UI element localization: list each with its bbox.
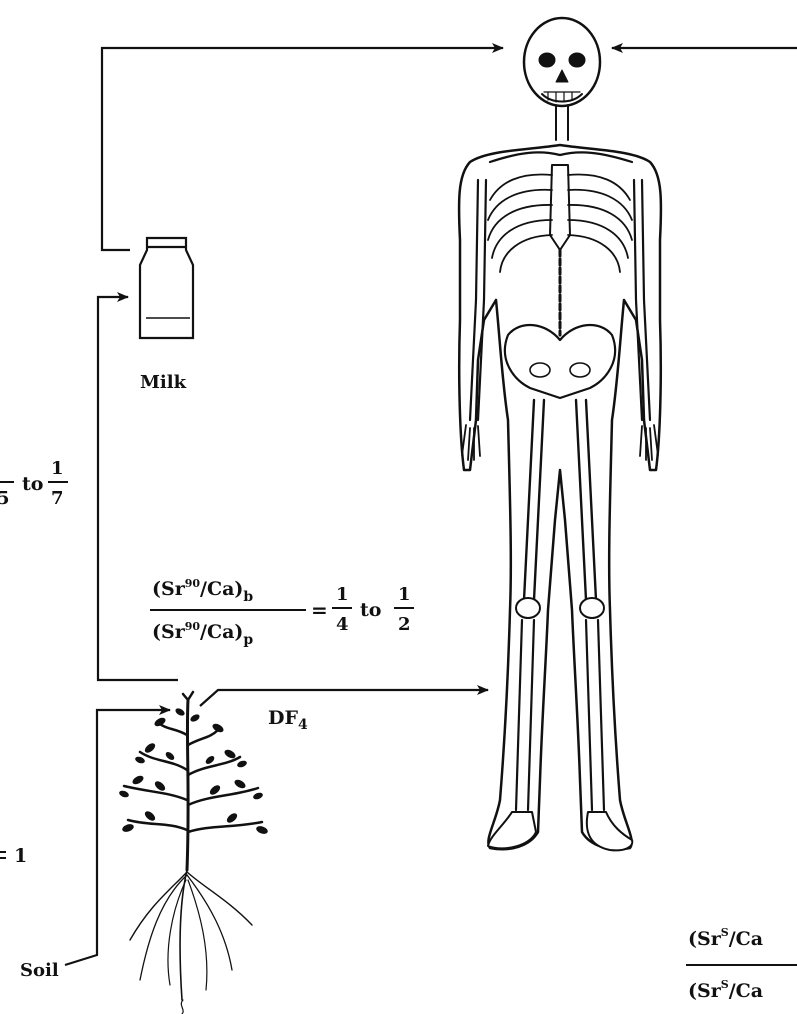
arrow-plant-to-human — [200, 690, 488, 706]
human-skeleton-figure — [459, 18, 661, 850]
ratio-numerator: (Sr90/Ca)b — [152, 577, 253, 605]
ratio-r1-den: 4 — [336, 614, 349, 635]
df4-label: DF4 — [268, 707, 308, 733]
left-frac2-den: 7 — [51, 488, 64, 509]
ratio-equals: = — [311, 598, 328, 622]
plant-icon — [118, 692, 269, 1014]
ratio-r1-num: 1 — [336, 584, 349, 605]
ratio-r2-den: 2 — [398, 614, 411, 635]
right-ratio-numerator: (SrS/Ca — [688, 926, 763, 950]
milk-bottle-icon — [140, 238, 193, 338]
sr-s-ratio-partial: (SrS/Ca (SrS/Ca — [686, 926, 797, 1002]
ratio-denominator: (Sr90/Ca)p — [152, 620, 253, 648]
arrow-milk-to-human — [102, 48, 503, 250]
left-equals-partial: 1 — [0, 845, 27, 867]
left-frac1-den: 5 — [0, 488, 10, 509]
right-ratio-denominator: (SrS/Ca — [688, 978, 763, 1002]
left-fraction-partial: 1 5 to 1 7 — [0, 458, 68, 509]
milk-label: Milk — [140, 372, 187, 393]
left-eq-value: 1 — [14, 845, 27, 867]
left-frac2-num: 1 — [51, 458, 64, 479]
ratio-to: to — [360, 599, 381, 621]
left-to: to — [22, 473, 43, 495]
sr90-bp-ratio: (Sr90/Ca)b (Sr90/Ca)p = 1 4 to 1 2 — [150, 577, 414, 648]
ratio-r2-num: 1 — [398, 584, 411, 605]
soil-label: Soil — [20, 960, 59, 981]
